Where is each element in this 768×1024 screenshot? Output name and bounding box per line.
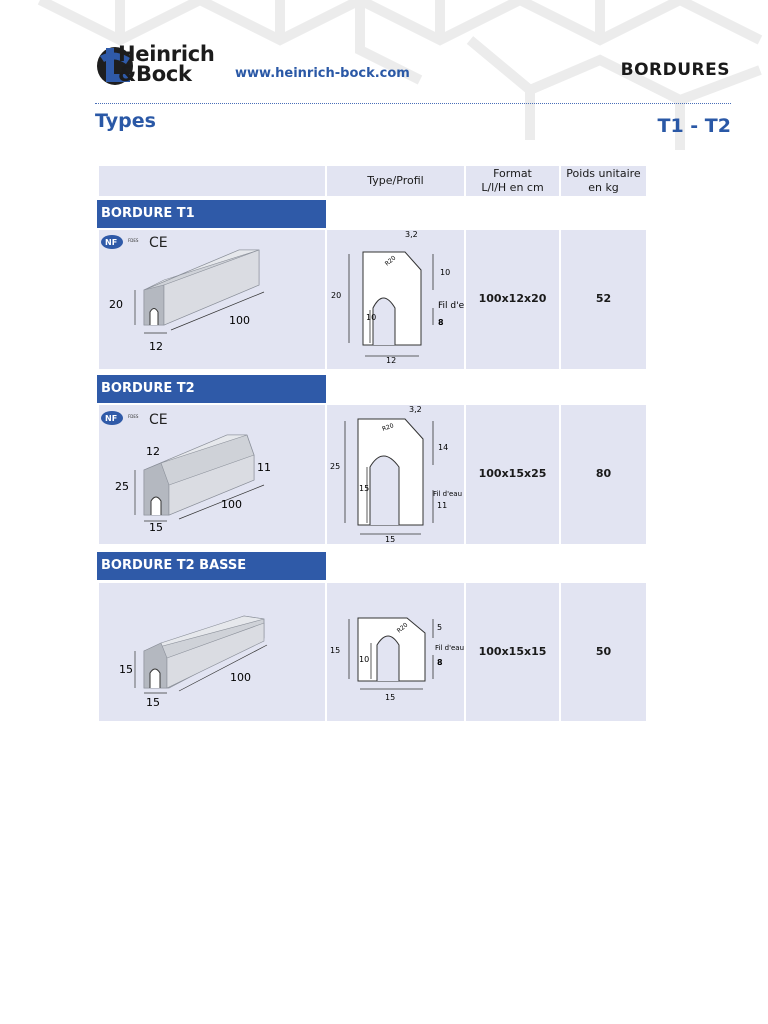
section-header-t2: BORDURE T2 [97,375,326,403]
svg-text:10: 10 [440,268,450,277]
background-pattern [37,0,763,150]
category-title: BORDURES [620,60,730,80]
row-t1-illustration: NF FDES CE 20 100 12 [99,230,325,369]
svg-text:8: 8 [438,318,444,327]
row-t1-format-cell: 100x12x20 [466,230,559,369]
svg-text:3,2: 3,2 [405,230,418,239]
svg-text:100: 100 [230,671,251,684]
company-logo: Heinrich &Bock [96,42,220,88]
row-t1-weight: 52 [595,292,612,305]
block-t1-drawing: NF FDES CE 20 100 12 [101,235,265,353]
row-t1-weight-cell: 52 [561,230,646,369]
svg-text:8: 8 [437,658,443,667]
svg-text:Fil d'eau: Fil d'eau [435,644,464,652]
row-t2-format: 100x15x25 [478,467,547,480]
svg-text:NF: NF [105,238,117,247]
section-title: Types [95,110,156,132]
header-cell-blank [99,166,325,196]
column-header-format: Format L/l/H en cm [481,167,544,194]
logo-mark-icon [97,47,133,85]
row-t2-basse-profile: R20 5 15 10 Fil d'eau 8 15 [327,583,464,721]
svg-text:15: 15 [359,484,369,493]
block-t2-drawing: NF FDES CE 12 25 11 100 15 [101,411,271,534]
header-cell-format: Format L/l/H en cm [466,166,559,196]
brand-line2: &Bock [118,62,192,86]
svg-text:14: 14 [438,443,448,452]
svg-text:15: 15 [385,693,395,702]
range-title: T1 - T2 [657,115,731,137]
section-header-t1: BORDURE T1 [97,200,326,228]
row-t2-weight-cell: 80 [561,405,646,544]
row-t1-format: 100x12x20 [478,292,547,305]
header-cell-weight: Poids unitaire en kg [561,166,646,196]
svg-text:15: 15 [330,646,340,655]
svg-text:15: 15 [146,696,160,709]
row-t1-profile: 3,2 R20 10 20 10 Fil d'eau 8 12 [327,230,475,369]
svg-text:15: 15 [149,521,163,534]
svg-text:Fil d'eau: Fil d'eau [433,490,462,498]
row-t2-format-cell: 100x15x25 [466,405,559,544]
column-header-type: Type/Profil [367,174,424,187]
svg-text:100: 100 [221,498,242,511]
svg-text:12: 12 [146,445,160,458]
header-cell-type: Type/Profil [327,166,464,196]
svg-text:10: 10 [366,313,376,322]
row-t2-basse-weight: 50 [595,645,612,658]
ce-mark-icon: CE [149,235,168,251]
header-divider [95,103,731,104]
svg-text:20: 20 [331,291,341,300]
row-t2-weight: 80 [595,467,612,480]
brand-line1: Heinrich [118,42,215,66]
svg-text:10: 10 [359,655,369,664]
svg-text:FDES: FDES [128,414,139,419]
block-t2-basse-drawing: 15 100 15 [119,615,268,709]
svg-text:12: 12 [386,356,396,365]
svg-text:Fil d'eau: Fil d'eau [438,301,464,311]
profile-t2-basse-drawing: R20 5 15 10 Fil d'eau 8 15 [330,617,464,702]
svg-text:100: 100 [229,314,250,327]
row-t2-profile: 3,2 R20 14 25 15 Fil d'eau 11 15 [327,405,464,544]
row-t2-basse-format-cell: 100x15x15 [466,583,559,721]
svg-text:11: 11 [437,501,447,510]
row-t2-basse-format: 100x15x15 [478,645,547,658]
svg-text:FDES: FDES [128,238,139,243]
ce-mark-icon: CE [149,412,168,428]
row-t2-illustration: NF FDES CE 12 25 11 100 15 [99,405,325,544]
row-t2-basse-illustration: 15 100 15 [99,583,325,721]
section-header-t2-basse: BORDURE T2 BASSE [97,552,326,580]
svg-text:25: 25 [115,480,129,493]
website-link[interactable]: www.heinrich-bock.com [235,66,410,81]
nf-logo-icon: NF FDES [101,411,139,425]
svg-text:5: 5 [437,623,442,632]
svg-text:15: 15 [385,535,395,544]
svg-text:NF: NF [105,414,117,423]
svg-text:3,2: 3,2 [409,405,422,414]
svg-text:11: 11 [257,461,271,474]
nf-logo-icon: NF FDES [101,235,139,249]
svg-text:15: 15 [119,663,133,676]
svg-text:R20: R20 [381,422,395,433]
svg-text:20: 20 [109,298,123,311]
column-header-weight: Poids unitaire en kg [566,167,641,194]
profile-t2-drawing: 3,2 R20 14 25 15 Fil d'eau 11 15 [330,405,462,544]
profile-t1-drawing: 3,2 R20 10 20 10 Fil d'eau 8 12 [331,230,475,365]
row-t2-basse-weight-cell: 50 [561,583,646,721]
svg-text:25: 25 [330,462,340,471]
svg-text:12: 12 [149,340,163,353]
